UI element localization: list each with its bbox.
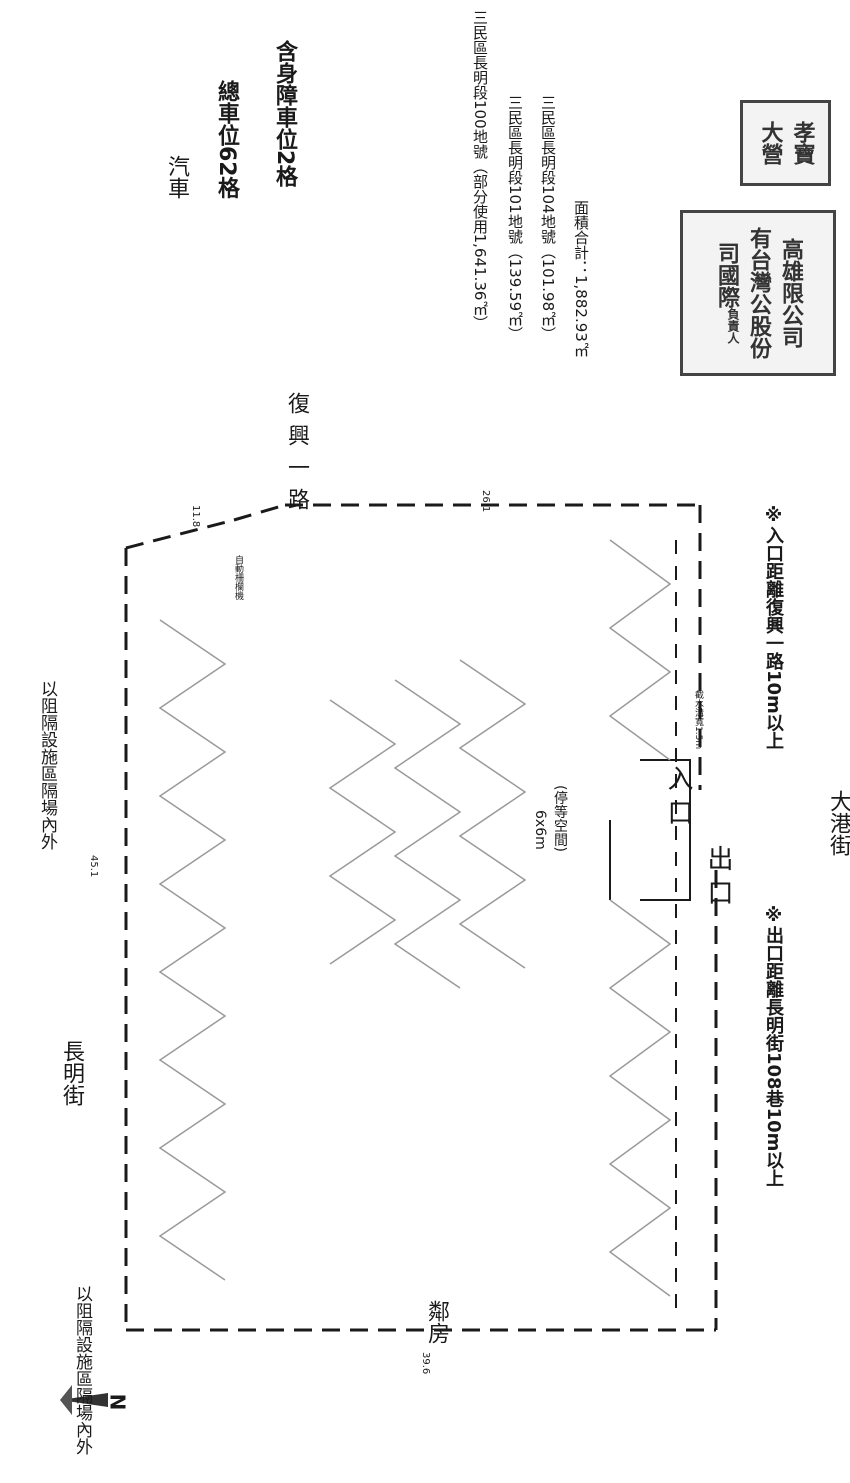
dimension-label: 39.6 xyxy=(420,1352,431,1375)
exit-distance-note: ※出口距離長明街108巷10m以上 xyxy=(763,905,784,1188)
entry-label: 入口 xyxy=(663,765,693,833)
right-road-label: 復興一路 xyxy=(284,392,309,520)
entry-exit-bracket xyxy=(609,759,691,901)
total-area: 面積合計：1,882.93㎡ xyxy=(572,200,590,357)
stall-row-bottom-b xyxy=(608,899,672,1297)
north-label: N xyxy=(106,1393,131,1411)
top-fence-note: 以阻隔設施區隔場內外 xyxy=(37,680,57,850)
lot-info-1: 三民區長明段100地號（部分使用1,641.36㎡） xyxy=(471,10,489,331)
site-boundary xyxy=(124,503,718,1332)
lot-info-3: 三民區長明段104地號（101.98㎡） xyxy=(539,95,557,342)
stall-row-bottom-a xyxy=(608,539,672,761)
stamp-line: 公股份 xyxy=(746,293,771,359)
bottom-fence-note: 以阻隔設施區隔場內外 xyxy=(72,1285,92,1455)
stamp-line: 高雄 xyxy=(778,238,803,282)
neighbor-building-label: 鄰房 xyxy=(424,1300,449,1344)
representative-stamp: 孝寶 大營 xyxy=(740,100,831,186)
exit-label: 出口 xyxy=(703,845,733,913)
stamp-line: 限公司 xyxy=(778,282,803,348)
stamp-line: 司國際 xyxy=(714,242,739,308)
north-arrow-icon xyxy=(60,1385,108,1415)
stall-row-top xyxy=(158,619,227,1281)
accessible-spaces: 含身障車位2格 xyxy=(272,40,297,188)
entrance-distance-note: ※入口距離復興一路10m以上 xyxy=(763,505,784,750)
stall-row-middle-b xyxy=(393,679,462,989)
small-equipment-note: 自動柵欄機 xyxy=(233,555,243,600)
stamp-line: 孝寶 xyxy=(789,121,815,165)
queue-space-note: (停等空間) xyxy=(552,785,568,852)
queue-space-size: 6x6m xyxy=(532,810,548,850)
stamp-line: 大營 xyxy=(757,121,783,165)
stall-row-middle-a xyxy=(328,699,397,965)
parking-stalls xyxy=(158,539,672,1297)
drain-note: 截水溝寬1.5m xyxy=(693,690,703,750)
dimension-label: 26.1 xyxy=(480,490,491,513)
vehicle-type: 汽車 xyxy=(164,155,189,199)
dimension-label: 11.8 xyxy=(190,505,201,528)
stamp-line: 負責人 xyxy=(726,308,740,344)
street-top-label: 長明街 xyxy=(59,1040,84,1106)
street-bottom-label: 大港街 xyxy=(826,790,850,856)
company-stamp: 高雄 限公司 有台灣 公股份 司國際 負責人 xyxy=(680,210,836,376)
dimension-label: 45.1 xyxy=(88,855,99,878)
lot-info-2: 三民區長明段101地號（139.59㎡） xyxy=(506,95,524,342)
stamp-line: 有台灣 xyxy=(746,227,771,293)
total-spaces: 總車位62格 xyxy=(214,80,239,199)
stall-row-middle-c xyxy=(458,659,527,969)
